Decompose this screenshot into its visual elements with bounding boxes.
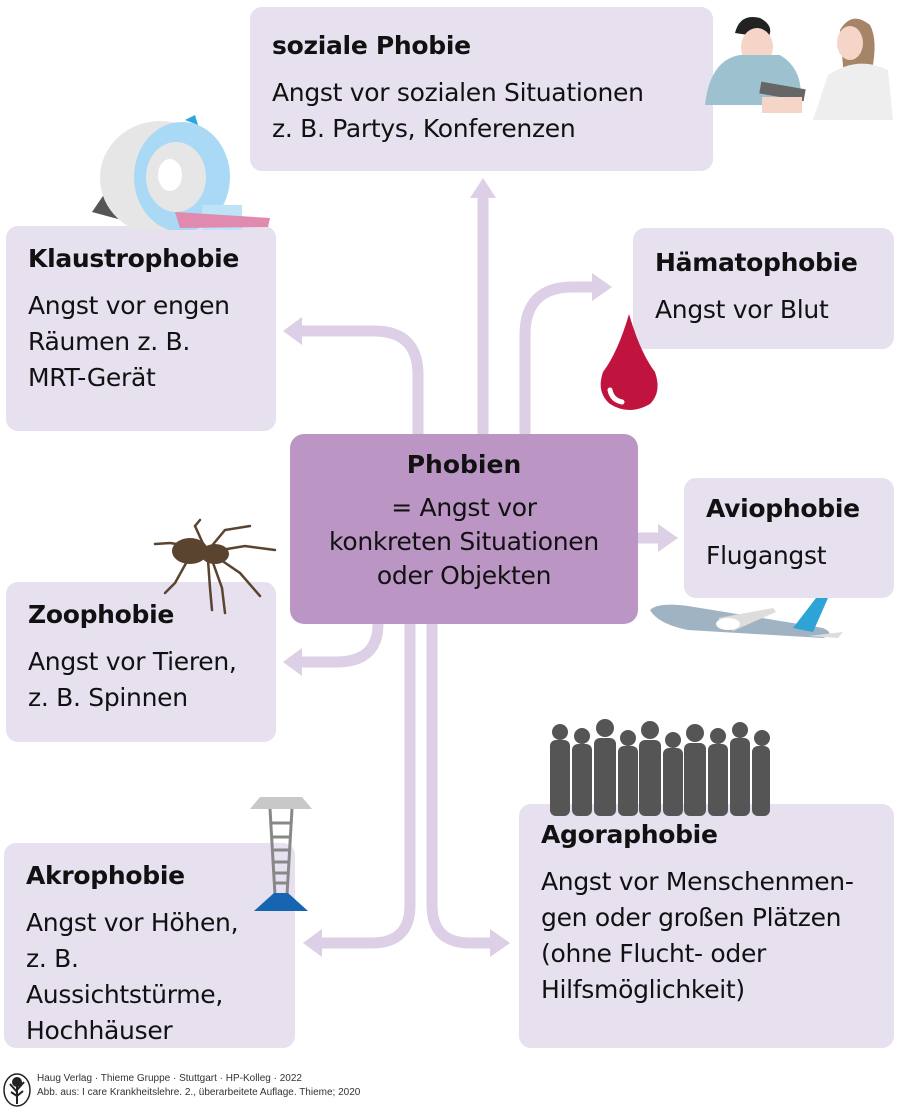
aviophobia-description: Flugangst xyxy=(706,541,827,570)
social-phobia-title: soziale Phobie xyxy=(272,31,471,60)
akrophobia-description: Angst vor Höhen, z. B. Aussichtstürme, H… xyxy=(26,908,239,1045)
akrophobia-title: Akrophobie xyxy=(26,861,185,890)
agoraphobia-box: Agoraphobie Angst vor Menschenmen- gen o… xyxy=(519,804,894,1048)
haematophobia-title: Hämatophobie xyxy=(655,248,858,277)
arrowhead-zoo xyxy=(283,648,302,676)
klaustrophobia-title: Klaustrophobie xyxy=(28,244,240,273)
arrowhead-social xyxy=(470,178,496,198)
zoophobia-title: Zoophobie xyxy=(28,600,175,629)
footer-source: Abb. aus: I care Krankheitslehre. 2., üb… xyxy=(37,1087,361,1098)
arrowhead-agora xyxy=(490,929,510,957)
klaustrophobia-box: Klaustrophobie Angst vor engen Räumen z.… xyxy=(6,226,276,431)
patient-doctor-icon xyxy=(705,17,893,120)
publisher-tree-logo-icon xyxy=(3,1073,31,1107)
footer-publisher: Haug Verlag · Thieme Gruppe · Stuttgart … xyxy=(37,1073,302,1084)
arrow-to-haemato xyxy=(519,281,600,434)
aviophobia-box: Aviophobie Flugangst xyxy=(684,478,894,598)
haematophobia-box: Hämatophobie Angst vor Blut xyxy=(633,228,894,349)
zoophobia-description: Angst vor Tieren, z. B. Spinnen xyxy=(28,647,237,712)
arrowhead-haemato xyxy=(592,273,612,301)
aviophobia-title: Aviophobie xyxy=(706,494,860,523)
crowd-icon xyxy=(550,719,770,816)
airplane-icon xyxy=(650,598,843,638)
arrow-to-klaustro xyxy=(300,325,424,434)
akrophobia-box: Akrophobie Angst vor Höhen, z. B. Aussic… xyxy=(4,843,295,1048)
arrow-to-akro xyxy=(320,624,416,949)
observation-tower-icon xyxy=(250,797,312,911)
haematophobia-description: Angst vor Blut xyxy=(655,295,829,324)
arrowhead-avio xyxy=(658,524,678,552)
social-phobia-box: soziale Phobie Angst vor sozialen Situat… xyxy=(250,7,713,171)
klaustrophobia-description: Angst vor engen Räumen z. B. MRT-Gerät xyxy=(28,291,230,392)
arrowhead-akro xyxy=(303,929,322,957)
arrow-to-zoo xyxy=(298,623,384,668)
arrowhead-klaustro xyxy=(283,317,302,345)
arrow-to-agora xyxy=(426,624,492,949)
zoophobia-box: Zoophobie Angst vor Tieren, z. B. Spinne… xyxy=(6,582,276,742)
footer-credits: Haug Verlag · Thieme Gruppe · Stuttgart … xyxy=(0,1070,420,1110)
agoraphobia-title: Agoraphobie xyxy=(541,820,718,849)
social-phobia-description: Angst vor sozialen Situationen z. B. Par… xyxy=(272,78,644,143)
blood-drop-icon xyxy=(600,314,658,410)
phobien-center-box: Phobien = Angst vor konkreten Situatione… xyxy=(290,434,638,624)
phobien-description: = Angst vor konkreten Situationen oder O… xyxy=(329,493,599,590)
mri-scanner-icon xyxy=(92,115,270,230)
agoraphobia-description: Angst vor Menschenmen- gen oder großen P… xyxy=(541,867,854,1004)
phobien-title: Phobien xyxy=(406,450,522,479)
spider-icon xyxy=(153,518,277,615)
